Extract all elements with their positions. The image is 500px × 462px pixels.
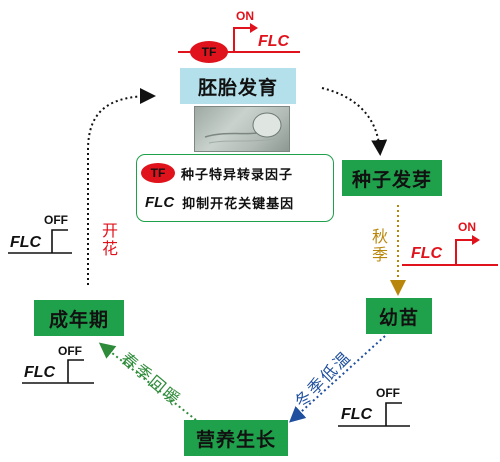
right-gene-construct — [402, 235, 498, 266]
legend-row-tf: TF 种子特异转录因子 — [141, 163, 293, 183]
gene-on-arrow-icon — [250, 23, 258, 33]
arrow-seedling-to-vegetative — [289, 335, 386, 423]
stage-germination-box: 种子发芽 — [342, 160, 442, 196]
legend-row-flc: FLC 抑制开花关键基因 — [145, 193, 294, 212]
legend-flc-name: FLC — [145, 194, 175, 211]
stage-embryo-box: 胚胎发育 — [180, 68, 296, 104]
stage-seedling-box: 幼苗 — [366, 298, 432, 334]
legend-box: TF 种子特异转录因子 FLC 抑制开花关键基因 — [136, 154, 334, 222]
lower-right-flc-label: FLC — [341, 406, 373, 423]
lower-left-gene-construct — [22, 359, 94, 384]
lower-left-flc-label: FLC — [24, 364, 56, 381]
top-on-label: ON — [236, 9, 254, 23]
arrow-embryo-to-germination — [321, 87, 388, 156]
left-gene-construct — [8, 229, 72, 254]
lower-left-off-label: OFF — [58, 344, 82, 358]
left-flc-label: FLC — [10, 234, 42, 251]
embryo-micrograph-art — [204, 112, 282, 144]
tf-oval-top: TF — [190, 41, 228, 63]
embryo-micrograph — [194, 106, 290, 152]
legend-tf-oval: TF — [141, 163, 175, 183]
right-flc-label: FLC — [411, 245, 443, 262]
arrow-vegetative-to-adult — [98, 342, 197, 421]
transition-autumn-label: 秋季 — [369, 228, 388, 264]
lower-right-off-label: OFF — [376, 386, 400, 400]
legend-flc-desc: 抑制开花关键基因 — [182, 197, 295, 212]
top-flc-label: FLC — [258, 33, 290, 50]
right-on-label: ON — [458, 220, 476, 234]
transition-flowering-label: 开花 — [99, 222, 118, 258]
lower-right-gene-construct — [338, 402, 410, 427]
stage-adult-box: 成年期 — [34, 300, 124, 336]
stage-vegetative-box: 营养生长 — [184, 420, 288, 456]
legend-tf-desc: 种子特异转录因子 — [181, 167, 294, 183]
left-off-label: OFF — [44, 213, 68, 227]
